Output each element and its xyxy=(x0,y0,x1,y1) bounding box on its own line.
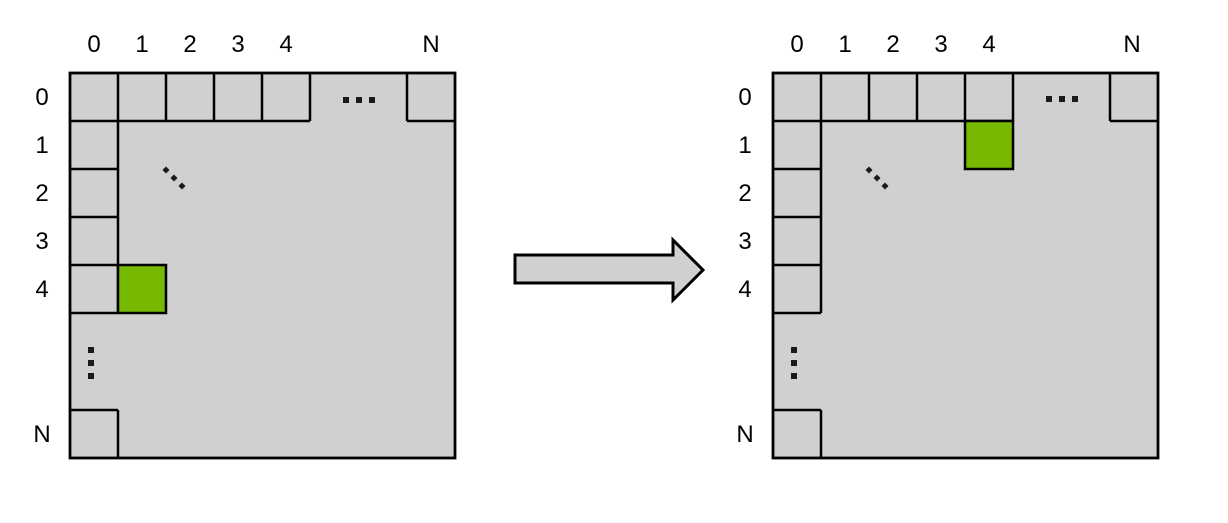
left-row-label-3: 3 xyxy=(35,228,48,255)
right-col-label-1: 1 xyxy=(838,31,851,58)
left-ellipsis-vertical-icon xyxy=(88,347,94,379)
right-col-label-3: 3 xyxy=(934,31,947,58)
transform-arrow-right-icon xyxy=(513,236,706,304)
left-col-label-n: N xyxy=(422,31,439,58)
right-col-label-0: 0 xyxy=(790,31,803,58)
right-ellipsis-vertical-icon xyxy=(791,347,797,379)
left-col-label-2: 2 xyxy=(183,31,196,58)
left-row-label-n: N xyxy=(33,421,50,448)
right-highlighted-cell xyxy=(963,119,1015,171)
right-row-labels: 0 1 2 3 4 N xyxy=(736,84,753,448)
left-row-label-1: 1 xyxy=(35,132,48,159)
right-column-labels: 0 1 2 3 4 N xyxy=(790,31,1140,58)
left-row-labels: 0 1 2 3 4 N xyxy=(33,84,50,448)
left-row-label-4: 4 xyxy=(35,276,48,303)
left-col-label-4: 4 xyxy=(279,31,292,58)
left-col-label-1: 1 xyxy=(135,31,148,58)
right-row-label-4: 4 xyxy=(738,276,751,303)
left-highlighted-cell xyxy=(116,263,168,315)
left-ellipsis-diagonal-icon xyxy=(162,166,186,190)
right-row-label-3: 3 xyxy=(738,228,751,255)
right-row-label-1: 1 xyxy=(738,132,751,159)
right-row-label-2: 2 xyxy=(738,180,751,207)
right-ellipsis-horizontal-icon xyxy=(1046,96,1078,102)
left-col-label-0: 0 xyxy=(87,31,100,58)
left-col-label-3: 3 xyxy=(231,31,244,58)
left-column-labels: 0 1 2 3 4 N xyxy=(87,31,439,58)
right-col-label-2: 2 xyxy=(886,31,899,58)
right-col-label-4: 4 xyxy=(982,31,995,58)
right-row-label-0: 0 xyxy=(738,84,751,111)
left-grid-lines xyxy=(70,73,455,458)
left-row-label-0: 0 xyxy=(35,84,48,111)
right-matrix: 0 1 2 3 4 N 0 1 2 3 4 N xyxy=(736,31,1160,460)
left-row-label-2: 2 xyxy=(35,180,48,207)
left-matrix: 0 1 2 3 4 N 0 1 2 3 4 N xyxy=(33,31,457,460)
left-ellipsis-horizontal-icon xyxy=(343,97,375,103)
right-col-label-n: N xyxy=(1123,31,1140,58)
right-ellipsis-diagonal-icon xyxy=(865,166,889,190)
right-row-label-n: N xyxy=(736,421,753,448)
right-grid-lines xyxy=(773,73,1158,458)
